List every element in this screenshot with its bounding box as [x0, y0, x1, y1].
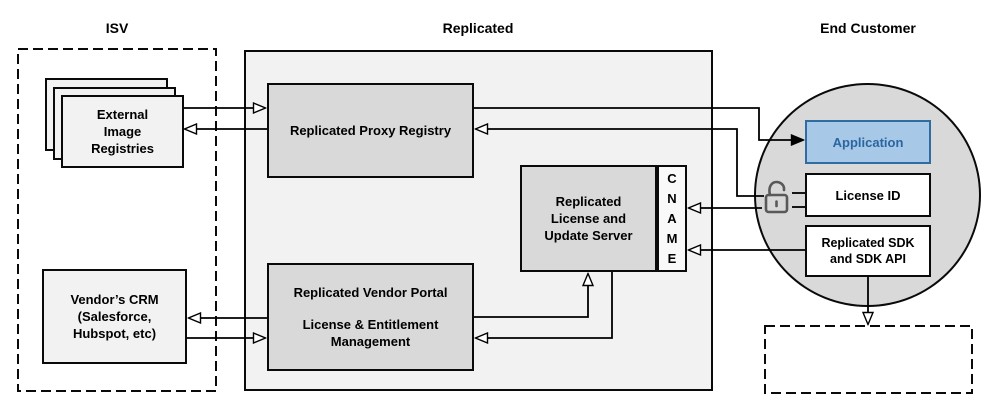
license-id-node: License ID	[805, 173, 931, 217]
cname-strip: C N A M E	[657, 165, 687, 272]
replicated-sdk-node: Replicated SDK and SDK API	[805, 225, 931, 277]
isv-dashed-frame	[17, 48, 217, 392]
vendors-crm-node: Vendor’s CRM (Salesforce, Hubspot, etc)	[42, 269, 187, 364]
application-node: Application	[805, 120, 931, 164]
vendors-crm-label: Vendor’s CRM (Salesforce, Hubspot, etc)	[70, 292, 159, 341]
replicated-vendor-portal-node: Replicated Vendor Portal License & Entit…	[267, 263, 474, 371]
application-label: Application	[832, 134, 904, 150]
edge-portal-to-update-server	[474, 274, 588, 318]
license-id-label: License ID	[835, 187, 901, 203]
get-license-fields-frame	[764, 325, 973, 394]
vendor-portal-subtitle: License & Entitlement Management	[302, 317, 439, 349]
edge-license-to-proxy	[476, 129, 764, 197]
external-image-registries-label: External Image Registries	[91, 107, 154, 156]
cname-label: C N A M E	[666, 170, 678, 266]
replicated-proxy-registry-label: Replicated Proxy Registry	[289, 123, 452, 138]
external-image-registries-node: External Image Registries	[61, 95, 184, 168]
replicated-sdk-label: Replicated SDK and SDK API	[821, 236, 915, 266]
edge-update-server-to-portal	[476, 272, 613, 338]
license-update-server-node: Replicated License and Update Server	[520, 165, 657, 272]
section-title-isv: ISV	[105, 20, 129, 36]
license-update-server-label: Replicated License and Update Server	[544, 194, 633, 243]
edge-proxy-to-application	[474, 107, 803, 140]
unlock-icon	[758, 176, 794, 218]
section-title-end-customer: End Customer	[820, 20, 916, 36]
section-title-replicated: Replicated	[442, 20, 514, 36]
vendor-portal-labels: Replicated Vendor Portal License & Entit…	[294, 284, 448, 350]
vendor-portal-title: Replicated Vendor Portal	[293, 285, 448, 300]
replicated-proxy-registry-node: Replicated Proxy Registry	[267, 83, 474, 178]
